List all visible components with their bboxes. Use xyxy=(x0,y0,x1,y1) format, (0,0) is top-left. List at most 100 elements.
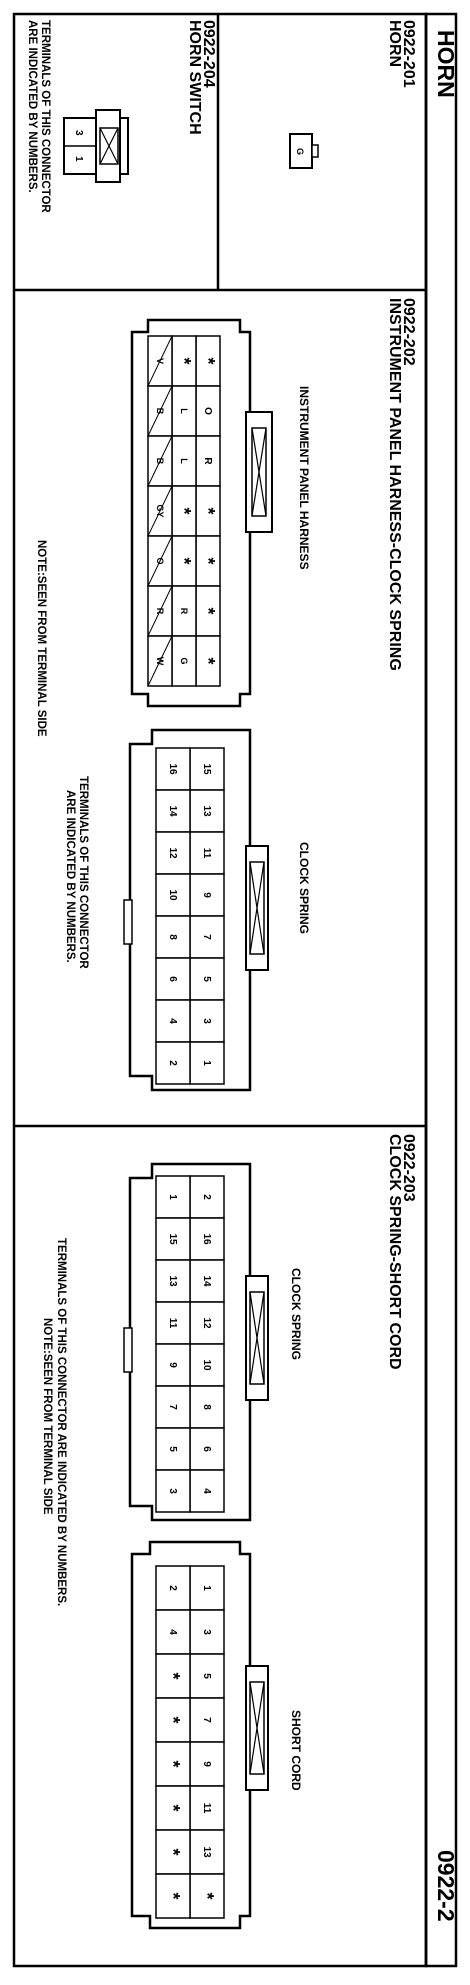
harness-terminal: * xyxy=(198,507,218,514)
short-cord-terminal: 7 xyxy=(201,1717,212,1723)
harness-cell-divider xyxy=(147,485,173,537)
clock-note-1: TERMINALS OF THIS CONNECTOR xyxy=(77,776,89,969)
short-cord-terminal: * xyxy=(163,1760,183,1767)
clock-spring-terminal: 13 xyxy=(201,805,212,817)
short-cord-terminal: * xyxy=(163,1716,183,1723)
short-cord-terminal: 3 xyxy=(201,1629,212,1635)
clock-spring-terminal: 2 xyxy=(167,1060,178,1066)
horn-switch-note-1: TERMINALS OF THIS CONNECTOR xyxy=(39,20,51,213)
clock-spring-203-cell xyxy=(189,1301,225,1345)
harness-terminal: * xyxy=(198,357,218,364)
harness-cell-divider xyxy=(147,435,173,487)
clock-spring-cell xyxy=(155,999,191,1043)
clock-spring-203-terminal: 9 xyxy=(167,1362,178,1368)
clock-spring-terminal: 9 xyxy=(201,892,212,898)
harness-terminal: * xyxy=(174,357,194,364)
harness-cell-divider xyxy=(147,635,173,687)
short-cord-terminal: 5 xyxy=(201,1673,212,1679)
harness-cell-divider xyxy=(147,535,173,587)
clock-spring-203-terminal: 13 xyxy=(167,1275,178,1287)
section-204-id: 0922-204 xyxy=(200,20,217,88)
clock-spring-cell xyxy=(189,789,225,833)
short-cord-terminal: * xyxy=(197,1892,217,1899)
harness-cell xyxy=(171,435,197,487)
clock-spring-terminal: 1 xyxy=(201,1060,212,1066)
short-cord-label: SHORT CORD xyxy=(289,1710,303,1791)
harness-terminal: L xyxy=(179,458,189,464)
short-cord-cell xyxy=(189,1873,225,1919)
clock-spring-203-terminal: 5 xyxy=(167,1446,178,1452)
horn-switch-connector: 3 1 xyxy=(63,109,129,183)
harness-terminal: * xyxy=(198,557,218,564)
short-cord-cell xyxy=(155,1653,191,1699)
clock-spring-terminal: 5 xyxy=(201,976,212,982)
clock-spring-cell xyxy=(189,747,225,791)
harness-label: INSTRUMENT PANEL HARNESS xyxy=(297,386,311,570)
clock-spring-terminal: 10 xyxy=(167,889,178,901)
clock-spring-203-terminal: 4 xyxy=(201,1488,212,1494)
horn-connector: G xyxy=(289,133,319,169)
section-201-id: 0922-201 xyxy=(400,20,417,88)
harness-connector: *OR*****LL**RGVBBGYORW xyxy=(130,318,273,708)
numbers-note-203: TERMINALS OF THIS CONNECTOR ARE INDICATE… xyxy=(55,1238,67,1606)
section-201-name: HORN xyxy=(386,20,403,67)
harness-terminal: * xyxy=(174,557,194,564)
clock-spring-203-terminal: 3 xyxy=(167,1488,178,1494)
short-cord-terminal: 2 xyxy=(167,1585,178,1591)
harness-terminal: * xyxy=(174,507,194,514)
terminal-side-note-203: NOTE:SEEN FROM TERMINAL SIDE xyxy=(41,1318,53,1515)
short-cord-cell xyxy=(155,1873,191,1919)
harness-cell xyxy=(171,535,197,587)
harness-cell xyxy=(195,635,221,687)
horn-switch-note-2: ARE INDICATED BY NUMBERS. xyxy=(26,20,38,193)
clock-spring-terminal: 16 xyxy=(167,763,178,775)
clock-spring-203-terminal: 8 xyxy=(201,1404,212,1410)
clock-spring-203-terminal: 10 xyxy=(201,1359,212,1371)
clock-spring-203-terminal: 7 xyxy=(167,1404,178,1410)
page-title: HORN xyxy=(433,30,459,98)
clock-spring-203-cell xyxy=(189,1469,225,1513)
clock-spring-203-cell xyxy=(155,1469,191,1513)
harness-terminal: G xyxy=(179,657,189,664)
clock-spring-203-cell xyxy=(189,1259,225,1303)
harness-terminal: * xyxy=(198,607,218,614)
page-number: 0922-2 xyxy=(433,1850,459,1922)
clock-spring-203-cell xyxy=(189,1175,225,1219)
clock-spring-label-203: CLOCK SPRING xyxy=(289,1268,303,1360)
clock-spring-cell xyxy=(155,1041,191,1085)
short-cord-terminal: * xyxy=(163,1672,183,1679)
short-cord-cell xyxy=(189,1785,225,1831)
short-cord-terminal: * xyxy=(163,1892,183,1899)
clock-spring-203-terminal: 16 xyxy=(201,1233,212,1245)
harness-cell xyxy=(171,635,197,687)
harness-terminal: R xyxy=(202,457,213,465)
clock-spring-203-cell xyxy=(155,1385,191,1429)
short-cord-cell xyxy=(189,1829,225,1875)
harness-cell xyxy=(171,485,197,537)
harness-cell-divider xyxy=(147,385,173,437)
short-cord-terminal: 13 xyxy=(201,1846,212,1858)
title-band xyxy=(424,12,458,1968)
harness-terminal: R xyxy=(179,608,189,615)
clock-spring-cell xyxy=(155,957,191,1001)
short-cord-terminal: 1 xyxy=(201,1585,212,1591)
section-202-name: INSTRUMENT PANEL HARNESS-CLOCK SPRING xyxy=(386,298,403,671)
clock-spring-terminal: 12 xyxy=(167,847,178,859)
clock-spring-terminal: 15 xyxy=(201,763,212,775)
clock-spring-cell xyxy=(189,957,225,1001)
harness-terminal: * xyxy=(198,657,218,664)
clock-spring-terminal: 14 xyxy=(167,805,178,817)
harness-cell xyxy=(195,435,221,487)
harness-cell xyxy=(195,335,221,387)
harness-cell xyxy=(171,335,197,387)
section-203-id: 0922-203 xyxy=(400,1134,417,1202)
clock-spring-203-terminal: 14 xyxy=(201,1275,212,1287)
clock-spring-203-terminal: 15 xyxy=(167,1233,178,1245)
clock-spring-203-terminal: 11 xyxy=(167,1318,178,1329)
horn-switch-pin: 1 xyxy=(73,156,84,162)
clock-note-2: ARE INDICATED BY NUMBERS. xyxy=(64,790,76,963)
clock-spring-terminal: 3 xyxy=(201,1018,212,1024)
section-202-id: 0922-202 xyxy=(400,298,417,366)
